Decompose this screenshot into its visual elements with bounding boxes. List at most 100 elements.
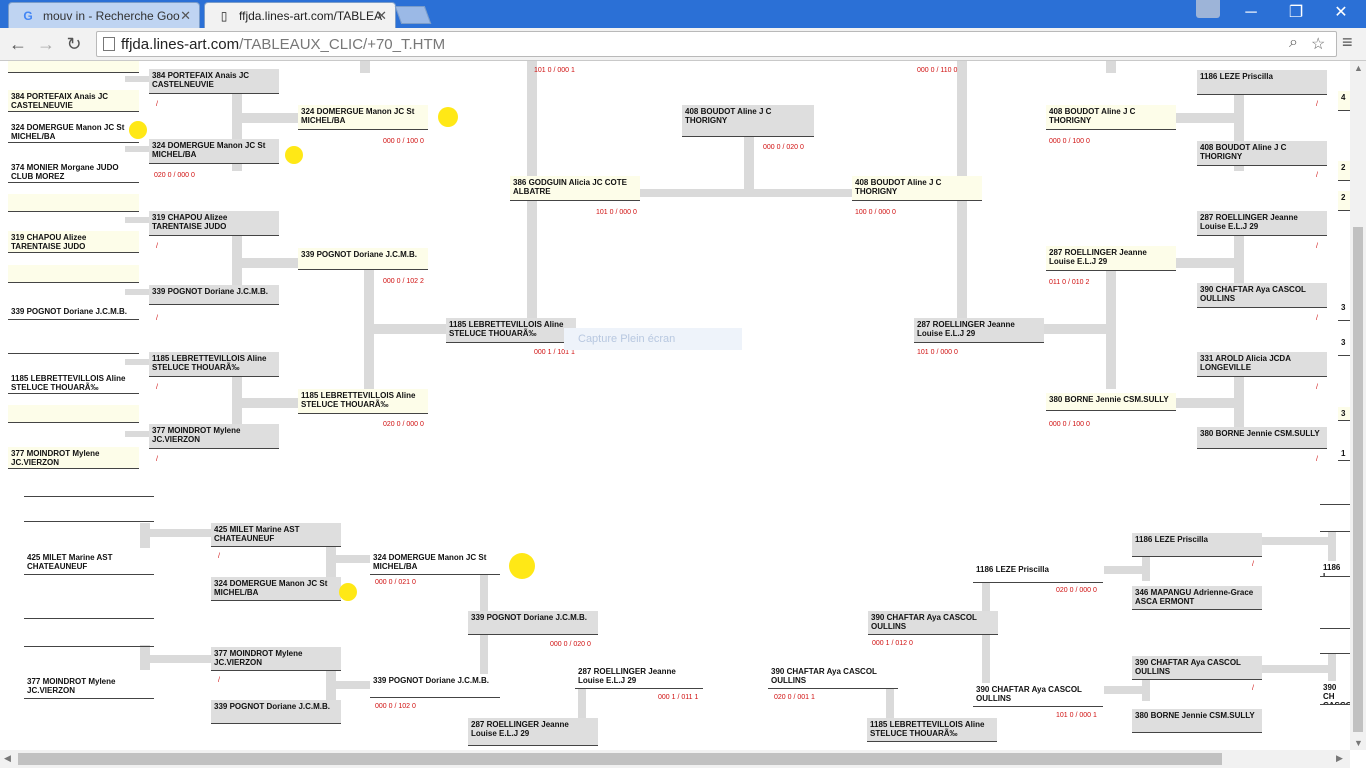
- bracket-connector: [1104, 566, 1144, 574]
- bracket-connector: [364, 261, 374, 389]
- bracket-entry[interactable]: 287 ROELLINGER Jeanne Louise E.L.J 29: [468, 718, 598, 746]
- bracket-entry[interactable]: 287 ROELLINGER Jeanne Louise E.L.J 29: [1197, 211, 1327, 236]
- bracket-entry[interactable]: 331 AROLD Alicia JCDA LONGEVILLE: [1197, 352, 1327, 377]
- tab-ffjda[interactable]: ▯ ffjda.lines-art.com/TABLEA ✕: [204, 2, 396, 28]
- bracket-entry[interactable]: 1186 L: [1320, 561, 1350, 577]
- bracket-entry[interactable]: 319 CHAPOU Alizee TARENTAISE JUDO: [8, 231, 139, 253]
- bracket-entry[interactable]: 390 CHAFTAR Aya CASCOL OULLINS: [1197, 283, 1327, 308]
- bracket-entry[interactable]: 390 CHAFTAR Aya CASCOL OULLINS: [973, 683, 1103, 707]
- bracket-entry[interactable]: 287 ROELLINGER Jeanne Louise E.L.J 29: [575, 665, 703, 689]
- scroll-up-icon[interactable]: ▲: [1354, 63, 1363, 73]
- bracket-connector: [125, 359, 153, 365]
- bracket-entry[interactable]: 386 GODGUIN Alicia JC COTE ALBATRE: [510, 176, 640, 201]
- bracket-entry[interactable]: 339 POGNOT Doriane J.C.M.B.: [370, 674, 500, 698]
- bracket-entry[interactable]: 319 CHAPOU Alizee TARENTAISE JUDO: [149, 211, 279, 236]
- bracket-entry[interactable]: 324 DOMERGUE Manon JC St MICHEL/BA: [8, 121, 139, 143]
- bracket-connector: [1234, 221, 1244, 296]
- bracket-entry[interactable]: 339 POGNOT Doriane J.C.M.B.: [211, 700, 341, 724]
- reload-icon[interactable]: ↻: [66, 34, 82, 54]
- bracket-entry[interactable]: 339 POGNOT Doriane J.C.M.B.: [468, 611, 598, 635]
- bracket-entry[interactable]: 339 POGNOT Doriane J.C.M.B.: [149, 285, 279, 305]
- new-tab-button[interactable]: [394, 6, 432, 24]
- bracket-slot: [8, 336, 139, 354]
- fullscreen-capture-overlay[interactable]: Capture Plein écran: [564, 328, 742, 350]
- bracket-entry[interactable]: 408 BOUDOT Aline J C THORIGNY: [1046, 105, 1176, 130]
- bracket-entry[interactable]: 384 PORTEFAIX Anais JC CASTELNEUVIE: [149, 69, 279, 94]
- bracket-entry[interactable]: 380 BORNE Jennie CSM.SULLY: [1046, 393, 1176, 411]
- vertical-scroll-thumb[interactable]: [1353, 227, 1363, 732]
- bracket-entry[interactable]: 2: [1338, 161, 1350, 181]
- bracket-entry[interactable]: 1185 LEBRETTEVILLOIS Aline STELUCE THOUA…: [149, 352, 279, 377]
- bracket-entry[interactable]: 390 CH CASCO: [1320, 681, 1350, 705]
- bracket-entry[interactable]: 287 ROELLINGER Jeanne Louise E.L.J 29: [1046, 246, 1176, 271]
- bracket-entry[interactable]: 1: [1338, 447, 1350, 461]
- bracket-entry[interactable]: 3: [1338, 336, 1350, 356]
- bracket-entry[interactable]: 1185 LEBRETTEVILLOIS Aline STELUCE THOUA…: [8, 372, 139, 394]
- bracket-entry[interactable]: 324 DOMERGUE Manon JC St MICHEL/BA: [298, 105, 428, 130]
- bracket-entry[interactable]: 1186 LEZE Priscilla: [1132, 533, 1262, 557]
- bracket-entry[interactable]: 377 MOINDROT Mylene JC.VIERZON: [211, 647, 341, 671]
- bracket-entry[interactable]: 287 ROELLINGER Jeanne Louise E.L.J 29: [914, 318, 1044, 343]
- minimize-icon[interactable]: ─: [1245, 4, 1257, 21]
- bracket-entry[interactable]: 324 DOMERGUE Manon JC St MICHEL/BA: [370, 551, 500, 575]
- bracket-entry[interactable]: 1185 LEBRETTEVILLOIS Aline STELUCE THOUA…: [867, 718, 997, 742]
- bracket-entry[interactable]: 1185 LEBRETTEVILLOIS Aline STELUCE THOUA…: [298, 389, 428, 414]
- bracket-entry[interactable]: 3: [1338, 301, 1350, 321]
- score: /: [218, 553, 220, 560]
- score: 020 0 / 000 0: [383, 421, 424, 428]
- maximize-icon[interactable]: ❐: [1288, 4, 1304, 21]
- scroll-right-icon[interactable]: ▶: [1336, 753, 1343, 763]
- score: 020 0 / 001 1: [774, 694, 815, 701]
- bracket-entry[interactable]: 390 CHAFTAR Aya CASCOL OULLINS: [1132, 656, 1262, 680]
- bracket-entry[interactable]: 1186 LEZE Priscilla: [1197, 70, 1327, 95]
- close-icon[interactable]: ✕: [180, 8, 191, 23]
- bracket-entry[interactable]: 1186 LEZE Priscilla: [973, 563, 1103, 583]
- bracket-connector: [326, 669, 336, 709]
- horizontal-scroll-thumb[interactable]: [18, 753, 1222, 765]
- bracket-entry[interactable]: 384 PORTEFAIX Anais JC CASTELNEUVIE: [8, 90, 139, 112]
- bracket-entry[interactable]: 324 DOMERGUE Manon JC St MICHEL/BA: [211, 577, 341, 601]
- window-close-icon[interactable]: ✕: [1334, 4, 1348, 21]
- close-icon[interactable]: ✕: [376, 8, 387, 23]
- bracket-entry[interactable]: 377 MOINDROT Mylene JC.VIERZON: [149, 424, 279, 449]
- score: 000 0 / 021 0: [375, 579, 416, 586]
- bracket-entry[interactable]: 408 BOUDOT Aline J C THORIGNY: [852, 176, 982, 201]
- back-arrow-icon[interactable]: ←: [9, 34, 27, 54]
- bracket-entry[interactable]: 4: [1338, 91, 1350, 111]
- bracket-entry[interactable]: 3: [1338, 407, 1350, 421]
- bracket-entry[interactable]: 408 BOUDOT Aline J C THORIGNY: [1197, 141, 1327, 166]
- bracket-entry[interactable]: 425 MILET Marine AST CHATEAUNEUF: [24, 551, 154, 575]
- tab-google-search[interactable]: G mouv in - Recherche Goo ✕: [8, 2, 200, 28]
- bracket-entry[interactable]: 425 MILET Marine AST CHATEAUNEUF: [211, 523, 341, 547]
- scroll-left-icon[interactable]: ◀: [4, 753, 11, 763]
- bracket-entry[interactable]: 380 BORNE Jennie CSM.SULLY: [1132, 709, 1262, 733]
- bracket-entry[interactable]: 374 MONIER Morgane JUDO CLUB MOREZ: [8, 161, 139, 183]
- score: 000 0 / 100 0: [1049, 421, 1090, 428]
- bracket-entry[interactable]: 1185 LEBRETTEVILLOIS Aline STELUCE THOUA…: [446, 318, 576, 343]
- bracket-entry[interactable]: 339 POGNOT Doriane J.C.M.B.: [8, 305, 139, 320]
- bracket-entry[interactable]: 346 MAPANGU Adrienne-Grace ASCA ERMONT: [1132, 586, 1262, 610]
- bracket-entry[interactable]: 390 CHAFTAR Aya CASCOL OULLINS: [768, 665, 898, 689]
- bracket-entry[interactable]: 324 DOMERGUE Manon JC St MICHEL/BA: [149, 139, 279, 164]
- bracket-entry[interactable]: 380 BORNE Jennie CSM.SULLY: [1197, 427, 1327, 449]
- bracket-slot: [8, 405, 139, 423]
- bracket-entry[interactable]: 377 MOINDROT Mylene JC.VIERZON: [24, 675, 154, 699]
- score: /: [156, 456, 158, 463]
- bracket-entry[interactable]: 390 CHAFTAR Aya CASCOL OULLINS: [868, 611, 998, 635]
- profile-icon[interactable]: [1196, 0, 1220, 18]
- scroll-down-icon[interactable]: ▼: [1354, 738, 1363, 748]
- bracket-connector: [150, 529, 212, 537]
- bracket-slot: [24, 496, 154, 497]
- zoom-icon[interactable]: ⌕: [1289, 34, 1298, 51]
- menu-icon[interactable]: ≡: [1342, 32, 1353, 52]
- bracket-entry[interactable]: 339 POGNOT Doriane J.C.M.B.: [298, 248, 428, 270]
- vertical-scrollbar[interactable]: ▲ ▼: [1350, 61, 1366, 750]
- bookmark-star-icon[interactable]: ☆: [1311, 36, 1326, 53]
- bracket-entry[interactable]: 2: [1338, 191, 1350, 211]
- bracket-entry[interactable]: 377 MOINDROT Mylene JC.VIERZON: [8, 447, 139, 469]
- horizontal-scrollbar[interactable]: ◀ ▶: [0, 750, 1350, 768]
- score: /: [1252, 561, 1254, 568]
- bracket-entry[interactable]: 408 BOUDOT Aline J C THORIGNY: [682, 105, 814, 137]
- address-bar[interactable]: ffjda.lines-art.com/TABLEAUX_CLIC/+70_T.…: [96, 31, 1337, 57]
- forward-arrow-icon[interactable]: →: [37, 34, 55, 54]
